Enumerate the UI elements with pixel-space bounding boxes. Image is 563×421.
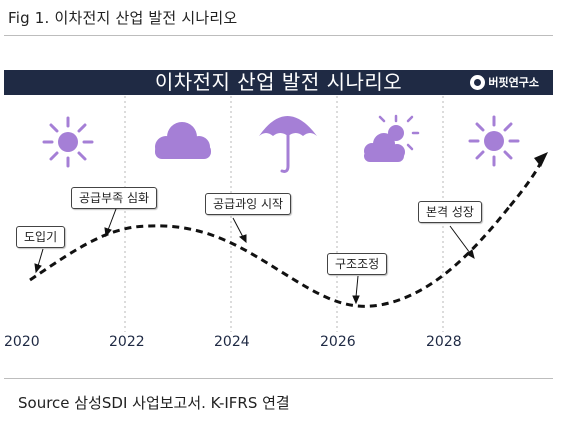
callout-supply-shortage: 공급부족 심화 [71,187,158,209]
umbrella-icon [259,116,317,173]
callout-pointer [449,225,471,254]
pointer-arrowhead-icon [466,249,475,260]
figure-caption: Fig 1. 이차전지 산업 발전 시나리오 [8,9,238,27]
callout-introduction: 도입기 [16,226,66,248]
callout-pointer [232,217,244,238]
year-label: 2026 [320,334,356,350]
top-divider [4,35,553,36]
callout-pointer [355,275,359,298]
sun-icon [42,116,94,168]
pointer-arrowhead-icon [104,227,112,238]
year-label: 2020 [4,334,40,350]
cloud-icon [155,122,211,159]
pointer-arrowhead-icon [238,234,247,244]
pointer-arrowhead-icon [352,295,360,305]
year-label: 2022 [109,334,145,350]
callout-restructuring: 구조조정 [327,253,388,275]
brand-logo: 버핏연구소 [470,74,539,90]
diagram-title: 이차전지 산업 발전 시나리오 [154,70,403,94]
scenario-diagram [29,96,548,332]
sun-behind-cloud-icon [364,114,420,162]
sun-icon [468,115,520,167]
scenario-curve [29,205,512,308]
pointer-arrowhead-icon [34,263,42,274]
callout-full-growth: 본격 성장 [418,201,482,223]
bottom-divider [4,378,553,379]
logo-text: 버핏연구소 [488,76,539,89]
callout-oversupply-start: 공급과잉 시작 [205,193,292,215]
year-label: 2024 [214,334,250,350]
callout-pointer [107,208,117,231]
arrowhead-icon [534,152,548,167]
scenario-curve-tail [508,163,542,207]
source-note: Source 삼성SDI 사업보고서. K-IFRS 연결 [18,394,290,412]
diagram-banner: 이차전지 산업 발전 시나리오 버핏연구소 [4,70,553,95]
callout-pointer [37,248,44,267]
year-label: 2028 [426,334,462,350]
logo-mark-icon [470,74,486,90]
